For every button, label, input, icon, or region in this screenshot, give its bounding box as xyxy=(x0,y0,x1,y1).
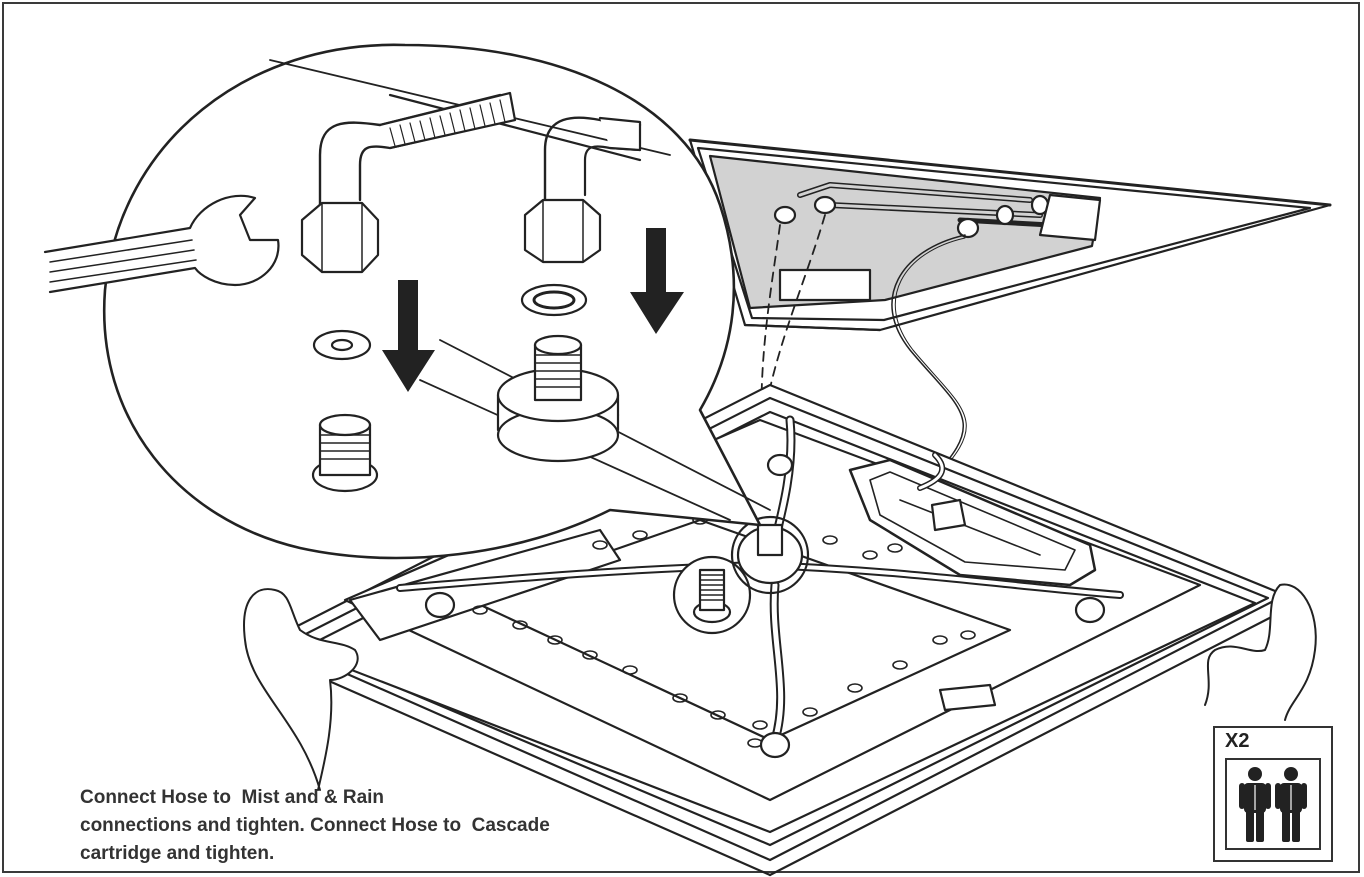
person-count: X2 xyxy=(1225,730,1250,752)
thin-hose xyxy=(891,234,966,481)
cascade-cartridge xyxy=(848,452,1097,587)
down-arrow-icon xyxy=(382,280,435,392)
instruction-line-3: cartridge and tighten. xyxy=(80,843,275,864)
hands xyxy=(243,583,1317,791)
instruction-line-1: Connect Hose to Mist and & Rain xyxy=(80,787,385,808)
ceiling-panel xyxy=(688,138,1332,332)
instruction-line-2: connections and tighten. Connect Hose to… xyxy=(80,815,550,836)
base-hoses xyxy=(396,415,1124,759)
down-arrow-icon xyxy=(630,228,684,334)
magnified-detail xyxy=(43,43,771,560)
two-person-badge: X2 xyxy=(1213,726,1333,862)
person-icon xyxy=(1239,767,1307,842)
two-persons-icon xyxy=(1225,758,1321,850)
inlet-fitting-callout xyxy=(672,515,810,635)
instruction-caption: Connect Hose to Mist and & Rain connecti… xyxy=(80,784,620,868)
